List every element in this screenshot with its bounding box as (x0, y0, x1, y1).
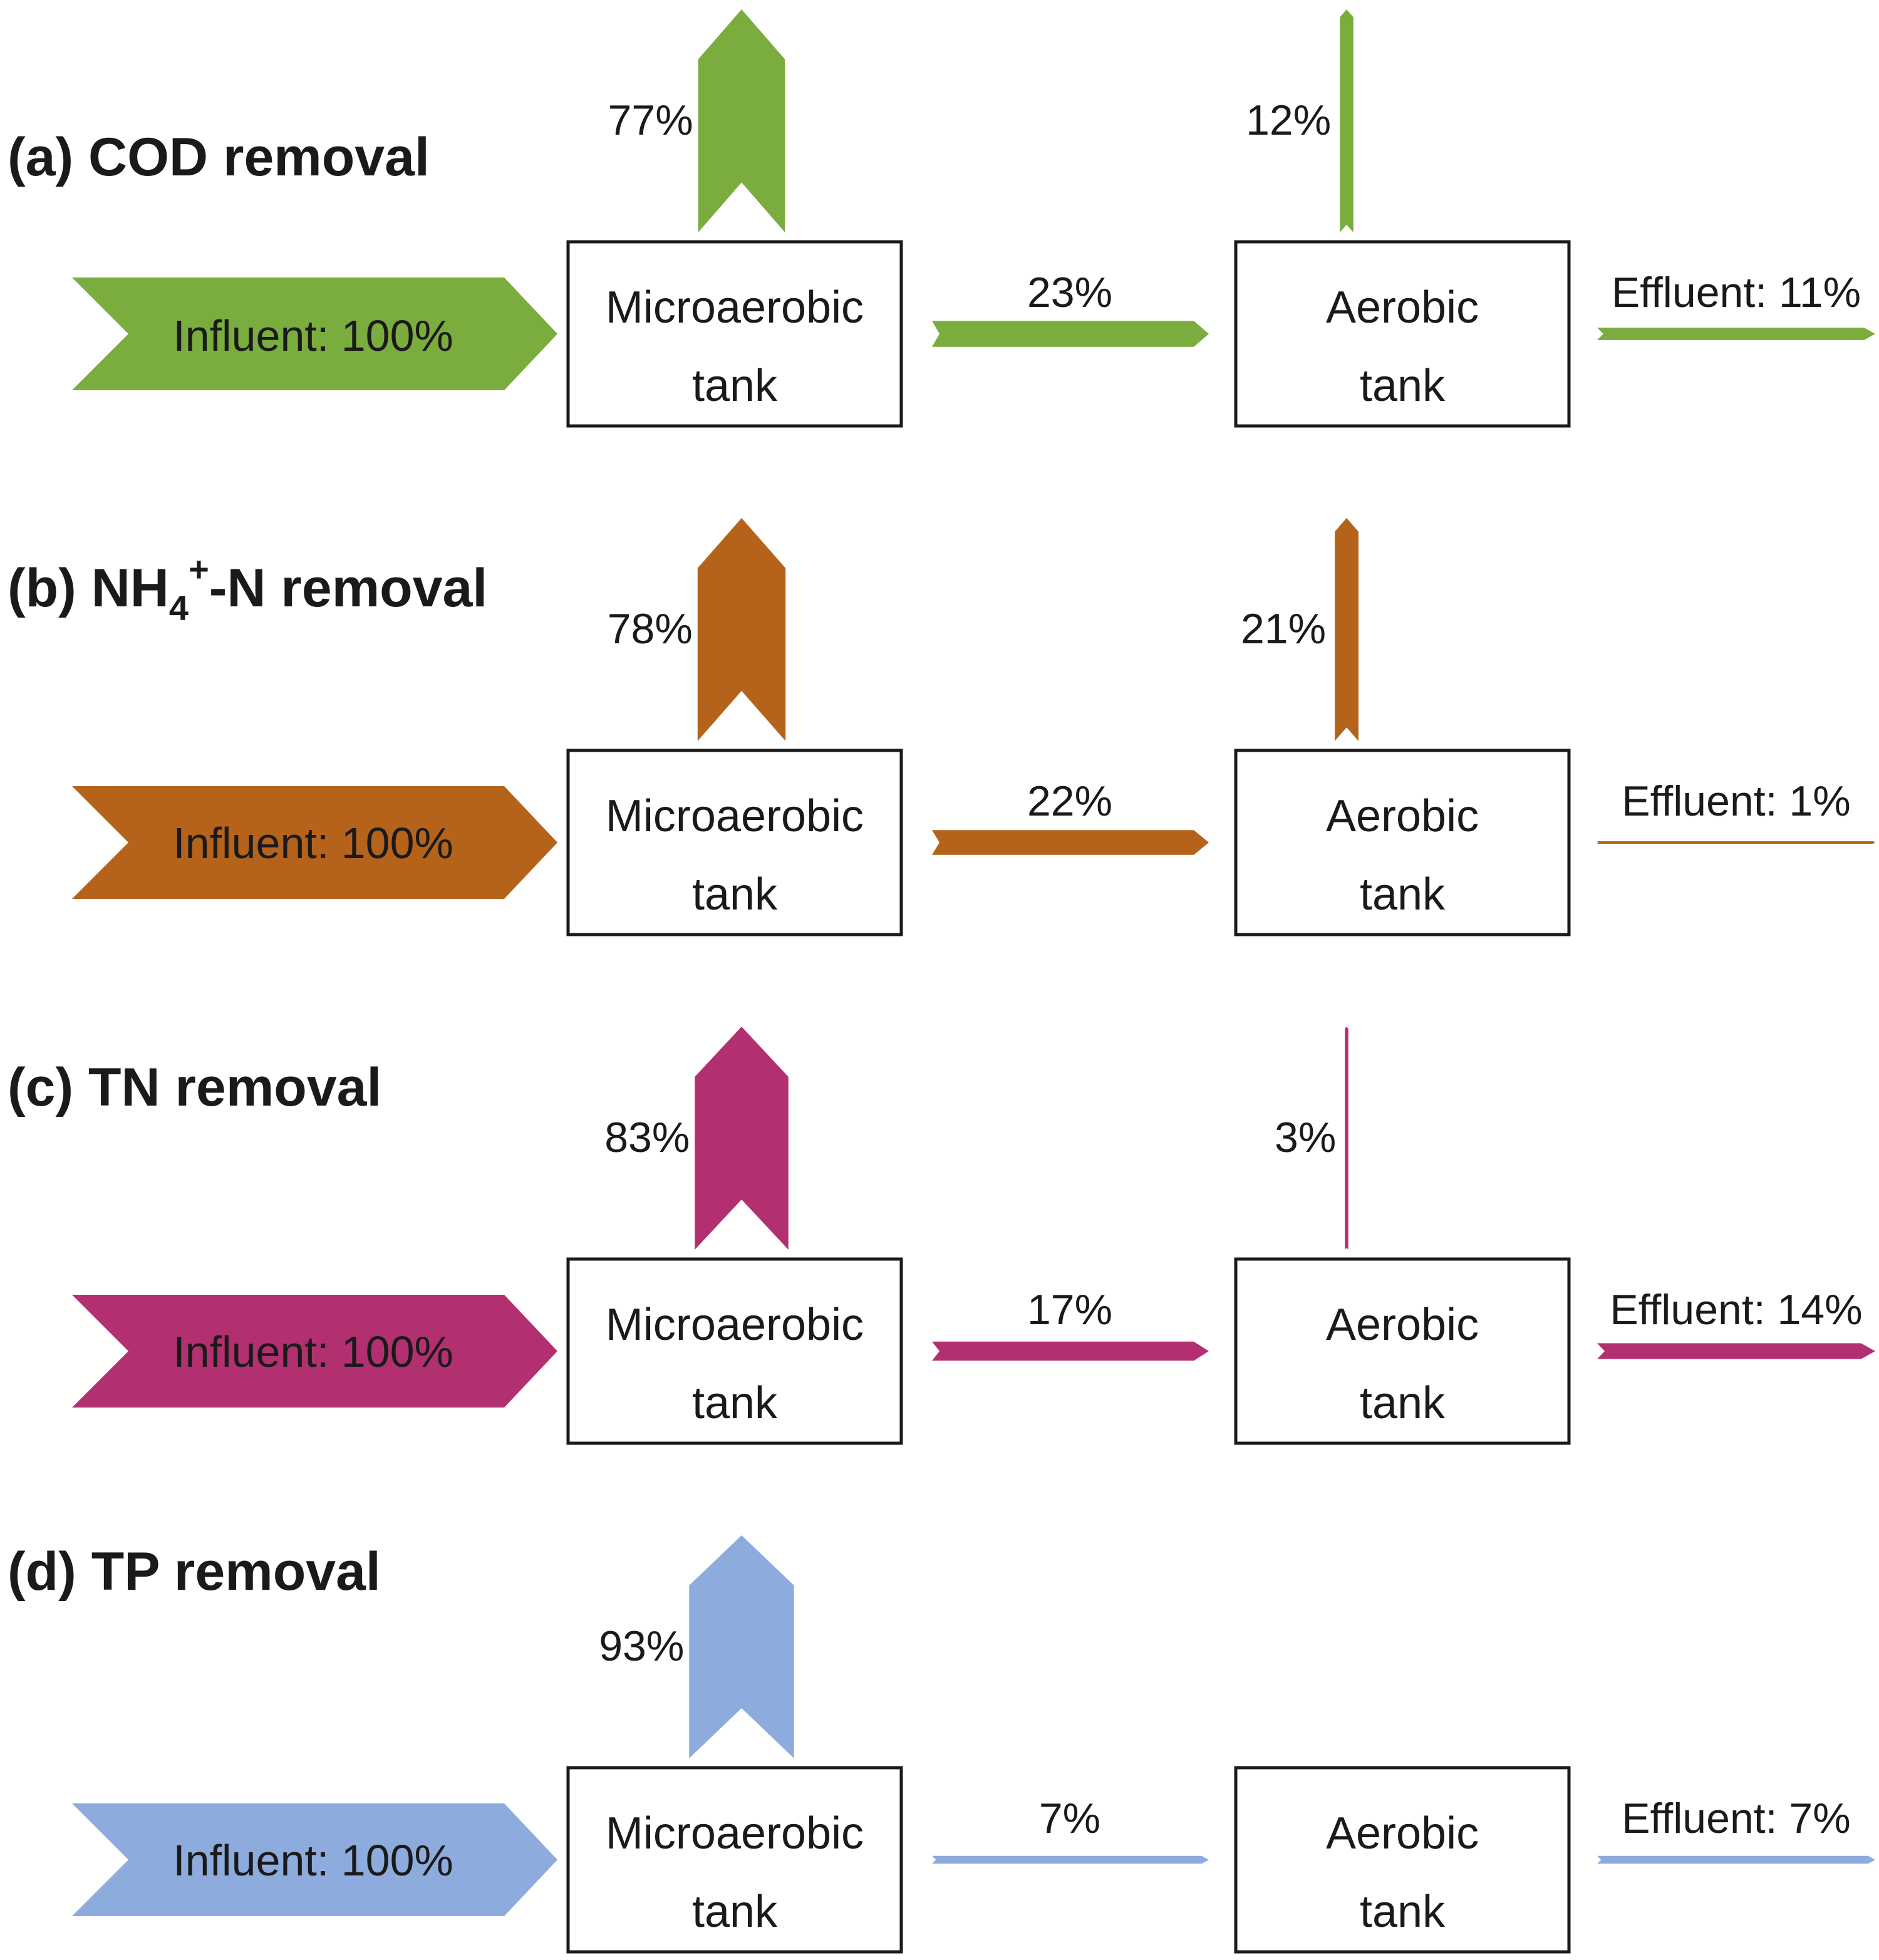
aerobic-tank-label-2: tank (1360, 869, 1446, 920)
panel-title: (d) TP removal (8, 1542, 381, 1602)
microaerobic-tank (566, 1257, 903, 1445)
microaerobic-tank (566, 240, 903, 428)
microaerobic-tank-label-1: Microaerobic (606, 283, 864, 333)
transfer-label: 7% (1039, 1795, 1100, 1842)
panel-title: (a) COD removal (8, 127, 430, 187)
micro-removal-arrow (689, 1535, 794, 1758)
transfer-arrow (932, 1855, 1209, 1864)
transfer-label: 17% (1027, 1286, 1112, 1334)
micro-removal-arrow (698, 9, 785, 232)
transfer-arrow (932, 321, 1209, 347)
panel-cod: (a) COD removal Influent: 100% 77% Micro… (8, 9, 1875, 428)
influent-arrow (72, 786, 557, 899)
influent-label: Influent: 100% (173, 1836, 453, 1885)
microaerobic-tank (566, 749, 903, 936)
aerobic-tank (1234, 1257, 1571, 1445)
aerobic-removal-label: 12% (1246, 96, 1331, 144)
influent-label: Influent: 100% (173, 1327, 453, 1376)
panel-title-subscript: 4 (169, 588, 189, 628)
influent-label: Influent: 100% (173, 311, 453, 360)
effluent-arrow (1597, 841, 1875, 844)
microaerobic-tank-label-2: tank (692, 1378, 778, 1428)
effluent-label: Effluent: 1% (1622, 777, 1850, 825)
micro-removal-label: 93% (599, 1622, 684, 1670)
aerobic-tank-label-2: tank (1360, 1887, 1446, 1937)
aerobic-tank-label-1: Aerobic (1326, 1808, 1479, 1859)
aerobic-removal-arrow (1340, 9, 1354, 232)
aerobic-removal-label: 3% (1275, 1114, 1336, 1161)
aerobic-tank-label-2: tank (1360, 1378, 1446, 1428)
panel-tn: (c) TN removal Influent: 100% 83% Microa… (8, 1027, 1875, 1445)
aerobic-removal-arrow (1345, 1027, 1348, 1250)
influent-label: Influent: 100% (173, 819, 453, 868)
microaerobic-tank-label-2: tank (692, 869, 778, 920)
microaerobic-tank-label-1: Microaerobic (606, 791, 864, 841)
influent-arrow (72, 1295, 557, 1408)
effluent-arrow (1597, 1343, 1875, 1359)
panel-title: (b) NH4+-N removal (8, 549, 487, 628)
effluent-arrow (1597, 328, 1875, 340)
microaerobic-tank-label-1: Microaerobic (606, 1808, 864, 1859)
transfer-label: 23% (1027, 269, 1112, 316)
aerobic-tank-label-2: tank (1360, 361, 1446, 411)
panel-title-superscript: + (189, 549, 209, 589)
microaerobic-tank-label-1: Microaerobic (606, 1300, 864, 1350)
transfer-arrow (932, 830, 1209, 855)
aerobic-tank-label-1: Aerobic (1326, 1300, 1479, 1350)
effluent-label: Effluent: 7% (1622, 1795, 1850, 1842)
micro-removal-label: 83% (604, 1114, 690, 1161)
aerobic-tank (1234, 749, 1571, 936)
influent-arrow (72, 277, 557, 390)
micro-removal-arrow (695, 1027, 789, 1250)
microaerobic-tank-label-2: tank (692, 361, 778, 411)
aerobic-tank (1234, 1766, 1571, 1954)
panel-nh4: (b) NH4+-N removal Influent: 100% 78% Mi… (8, 518, 1875, 936)
panel-tp: (d) TP removal Influent: 100% 93% Microa… (8, 1535, 1875, 1954)
aerobic-tank (1234, 240, 1571, 428)
aerobic-tank-label-1: Aerobic (1326, 791, 1479, 841)
microaerobic-tank (566, 1766, 903, 1954)
microaerobic-tank-label-2: tank (692, 1887, 778, 1937)
aerobic-removal-label: 21% (1241, 605, 1326, 653)
effluent-arrow (1597, 1855, 1875, 1864)
influent-arrow (72, 1803, 557, 1916)
effluent-label: Effluent: 14% (1610, 1286, 1862, 1334)
micro-removal-label: 77% (608, 96, 693, 144)
panel-title-pre: (b) NH (8, 558, 169, 618)
micro-removal-label: 78% (608, 605, 693, 653)
micro-removal-arrow (697, 518, 786, 741)
aerobic-removal-arrow (1335, 518, 1359, 741)
aerobic-tank-label-1: Aerobic (1326, 283, 1479, 333)
effluent-label: Effluent: 11% (1612, 269, 1861, 316)
transfer-label: 22% (1027, 777, 1112, 825)
panel-title-post: -N removal (209, 558, 488, 618)
panel-title: (c) TN removal (8, 1057, 381, 1117)
transfer-arrow (932, 1341, 1209, 1361)
